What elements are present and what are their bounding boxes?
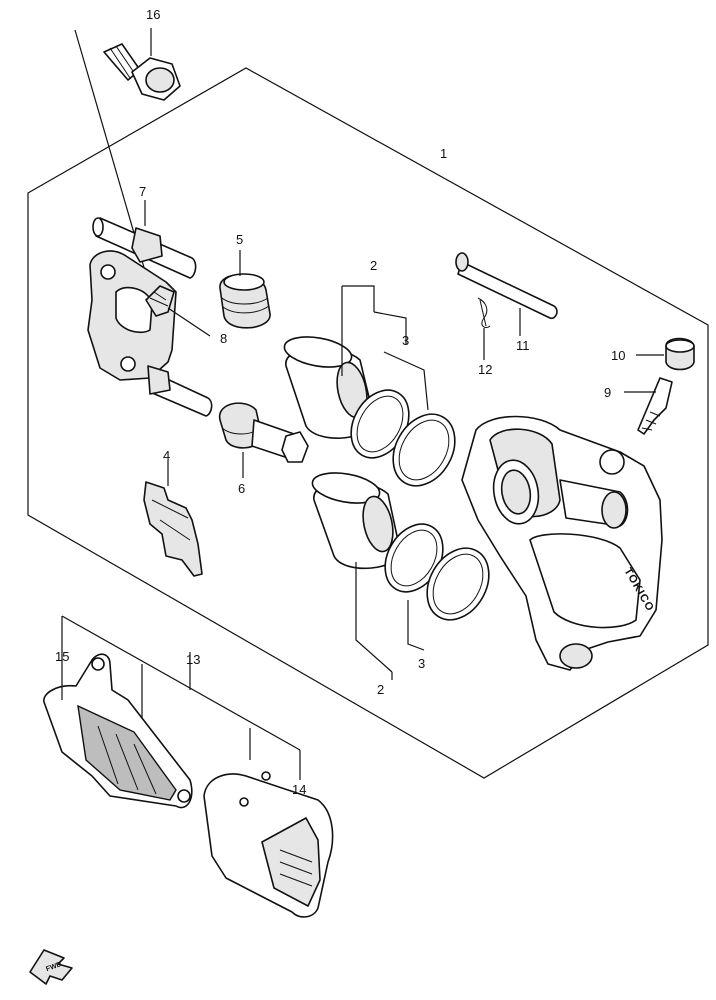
part-15-brake-pad — [43, 653, 193, 809]
callout-6: 6 — [238, 481, 245, 496]
callout-labels: 16 1 7 5 2 3 11 8 10 12 9 4 6 13 15 3 2 … — [55, 7, 625, 797]
part-2-piston-lower — [311, 472, 401, 570]
part-16-bolt — [103, 43, 181, 101]
part-4-pad-spring — [143, 481, 203, 577]
part-7-caliper-bracket — [87, 217, 213, 417]
part-9-bleeder-valve — [637, 377, 673, 435]
callout-10: 10 — [611, 348, 625, 363]
part-12-pin-clip — [477, 297, 491, 329]
part-3-seal-upper — [350, 389, 456, 487]
part-14-pad-shim — [203, 771, 334, 918]
forward-direction-marker: FWD — [29, 949, 73, 985]
callout-3-upper: 3 — [402, 333, 409, 348]
callout-12: 12 — [478, 362, 492, 377]
part-8-clip — [145, 285, 175, 317]
part-5-boot — [219, 273, 271, 329]
callout-11: 11 — [516, 338, 530, 353]
callout-16: 16 — [146, 7, 160, 22]
callout-4: 4 — [163, 448, 170, 463]
caliper-body: TOKICO — [461, 415, 663, 671]
callout-8: 8 — [220, 331, 227, 346]
callout-14: 14 — [292, 782, 306, 797]
callout-1: 1 — [440, 146, 447, 161]
part-11-pad-pin — [455, 252, 558, 320]
callout-13: 13 — [186, 652, 200, 667]
part-10-bleeder-cap — [665, 337, 695, 371]
part-6-pin-boot — [219, 402, 309, 463]
callout-2-upper: 2 — [370, 258, 377, 273]
part-3-seal-lower — [384, 523, 490, 621]
callout-7: 7 — [139, 184, 146, 199]
callout-3-lower: 3 — [418, 656, 425, 671]
part-2-piston-upper — [283, 336, 375, 439]
callout-2-lower: 2 — [377, 682, 384, 697]
assembly-1-outline — [27, 67, 709, 779]
callout-5: 5 — [236, 232, 243, 247]
callout-15: 15 — [55, 649, 69, 664]
callout-9: 9 — [604, 385, 611, 400]
